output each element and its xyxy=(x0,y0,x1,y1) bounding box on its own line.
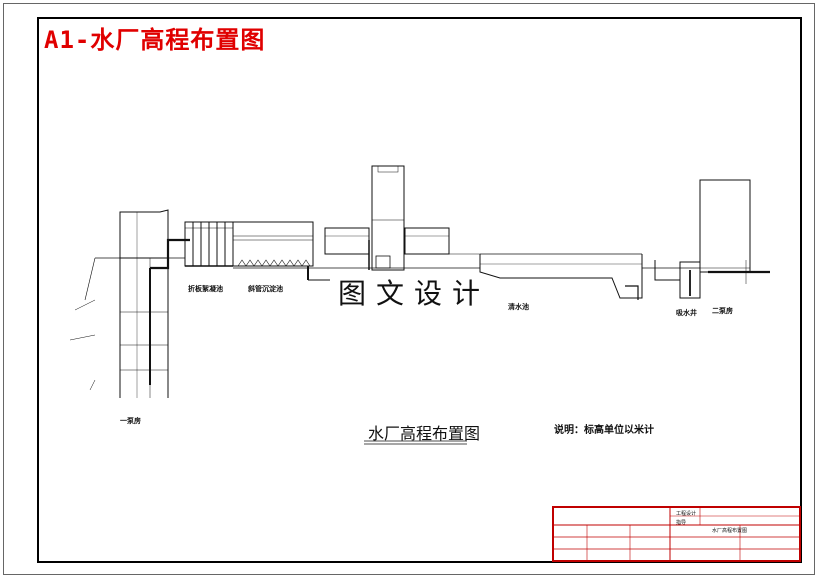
tower-shape xyxy=(368,165,405,271)
flocculation-tank-shape xyxy=(184,221,234,267)
label-clear-water-tank: 清水池 xyxy=(508,303,529,311)
title-block-shape xyxy=(552,506,801,562)
label-flocculation-tank: 折板絮凝池 xyxy=(188,285,223,293)
label-second-pump-house: 二泵房 xyxy=(712,307,733,315)
drawing-note: 说明：标高单位以米计 xyxy=(554,425,654,436)
clear-water-tank-shape xyxy=(479,253,643,300)
filter-tank-shape xyxy=(324,227,450,255)
label-first-pump-house: 一泵房 xyxy=(120,417,141,425)
watermark-text: 图文设计 xyxy=(338,277,491,310)
suction-well-shape xyxy=(679,261,701,299)
title-block-row-3: 水厂高程布置图 xyxy=(712,528,748,534)
first-pump-house-shape xyxy=(119,209,190,398)
drawing-frame xyxy=(37,17,802,563)
title-block-row-2: 指导 xyxy=(676,520,687,526)
sedimentation-tank-shape xyxy=(232,221,330,281)
second-pump-house-shape xyxy=(699,179,770,284)
sheet-title: A1-水厂高程布置图 xyxy=(44,26,266,54)
label-suction-well: 吸水井 xyxy=(676,309,697,317)
title-block-row-1: 工程设计 xyxy=(676,511,697,517)
label-sedimentation-tank: 斜管沉淀池 xyxy=(248,285,283,293)
sheet-outer-border xyxy=(3,3,815,575)
drawing-title: 水厂高程布置图 xyxy=(368,424,481,443)
